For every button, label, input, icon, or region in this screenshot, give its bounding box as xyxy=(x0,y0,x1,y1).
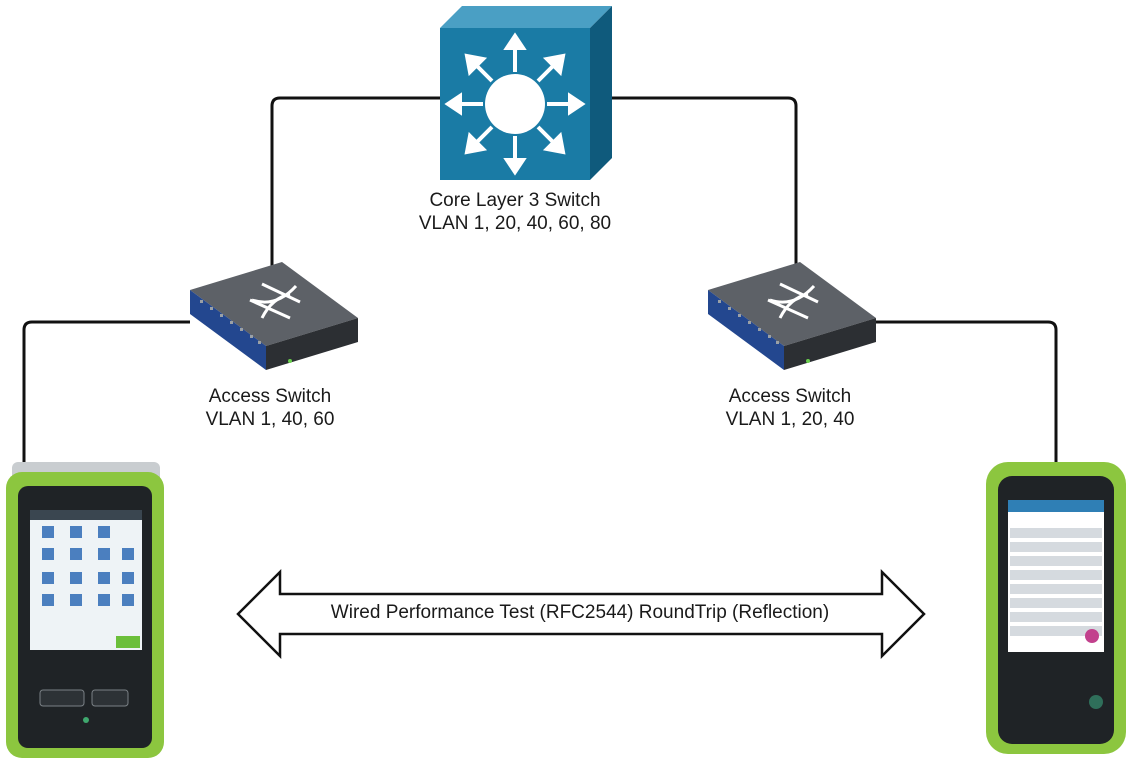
access-switch-left-caption: Access Switch VLAN 1, 40, 60 xyxy=(180,385,360,431)
double-headed-arrow-icon xyxy=(236,568,926,660)
handheld-network-tester-right-icon xyxy=(986,462,1126,754)
core-switch-vlans: VLAN 1, 20, 40, 60, 80 xyxy=(418,213,612,234)
handheld-network-tester-left-icon xyxy=(6,462,164,758)
layer3-switch-icon xyxy=(440,6,612,180)
link-core-to-right-access xyxy=(612,96,798,268)
core-switch-name: Core Layer 3 Switch xyxy=(429,190,601,211)
access-switch-right-icon xyxy=(708,262,876,370)
link-core-to-left-access xyxy=(270,96,440,268)
test-arrow-label: Wired Performance Test (RFC2544) RoundTr… xyxy=(330,602,830,623)
core-switch-caption: Core Layer 3 Switch VLAN 1, 20, 40, 60, … xyxy=(395,189,635,235)
access-switch-right-caption: Access Switch VLAN 1, 20, 40 xyxy=(700,385,880,431)
link-right-access-to-tester xyxy=(876,320,1058,462)
link-left-access-to-tester xyxy=(22,320,190,462)
access-switch-left-vlans: VLAN 1, 40, 60 xyxy=(205,409,335,430)
access-switch-right-vlans: VLAN 1, 20, 40 xyxy=(725,409,855,430)
access-switch-left-name: Access Switch xyxy=(208,386,332,407)
access-switch-left-icon xyxy=(190,262,358,370)
access-switch-right-name: Access Switch xyxy=(728,386,852,407)
